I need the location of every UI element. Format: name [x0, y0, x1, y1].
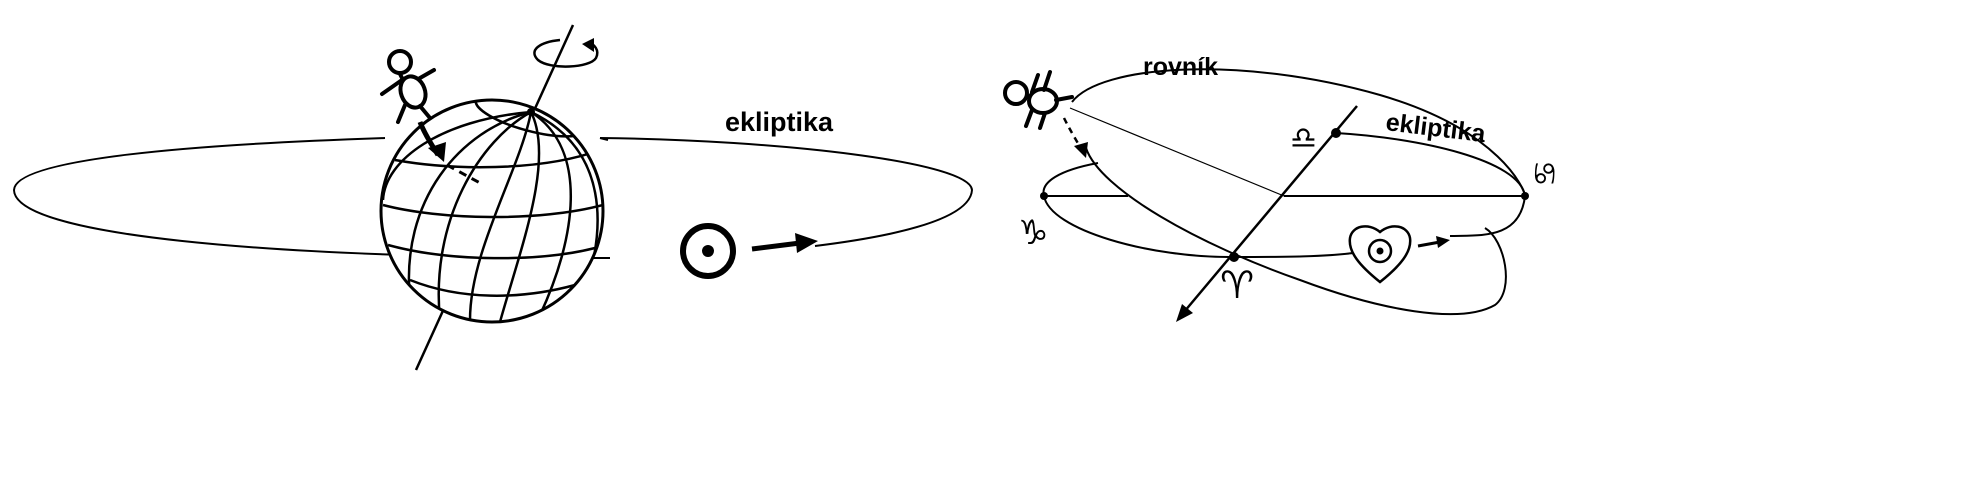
cancer-symbol: ♋: [1527, 160, 1560, 187]
aries-symbol: ♈: [1220, 265, 1254, 307]
capricorn-symbol: ♑: [1018, 214, 1048, 252]
sight-line: [1069, 107, 1285, 197]
sun-motion-arrow-icon: [751, 233, 818, 253]
left-panel: ekliptika: [12, 24, 974, 371]
rotation-arrow-icon: [533, 38, 599, 68]
earth-globe-icon: [379, 98, 605, 324]
person-icon-right: [1003, 70, 1074, 130]
person-icon: [380, 49, 436, 124]
ecliptic-right: [1042, 132, 1526, 259]
sun-motion-arrow-right: [1417, 236, 1450, 248]
equator-label: rovník: [1143, 53, 1218, 81]
libra-symbol: ♎: [1290, 122, 1317, 155]
ecliptic-label-right: ekliptika: [1384, 108, 1488, 148]
right-panel: rovník ekliptika ♎ ♋ ♑ ♈: [1003, 53, 1560, 322]
axis-arrow-icon: [1176, 105, 1358, 322]
solstice-line: [1040, 192, 1529, 200]
sun-in-heart-icon: [1348, 225, 1412, 284]
ecliptic-label-left: ekliptika: [725, 107, 834, 137]
motion-arrow-icon-right: [1062, 117, 1088, 158]
sun-symbol-icon: [680, 223, 736, 279]
motion-arrow-icon: [417, 121, 481, 185]
ecliptic-orbit-left: [12, 137, 974, 259]
celestial-equator: [1071, 68, 1526, 316]
